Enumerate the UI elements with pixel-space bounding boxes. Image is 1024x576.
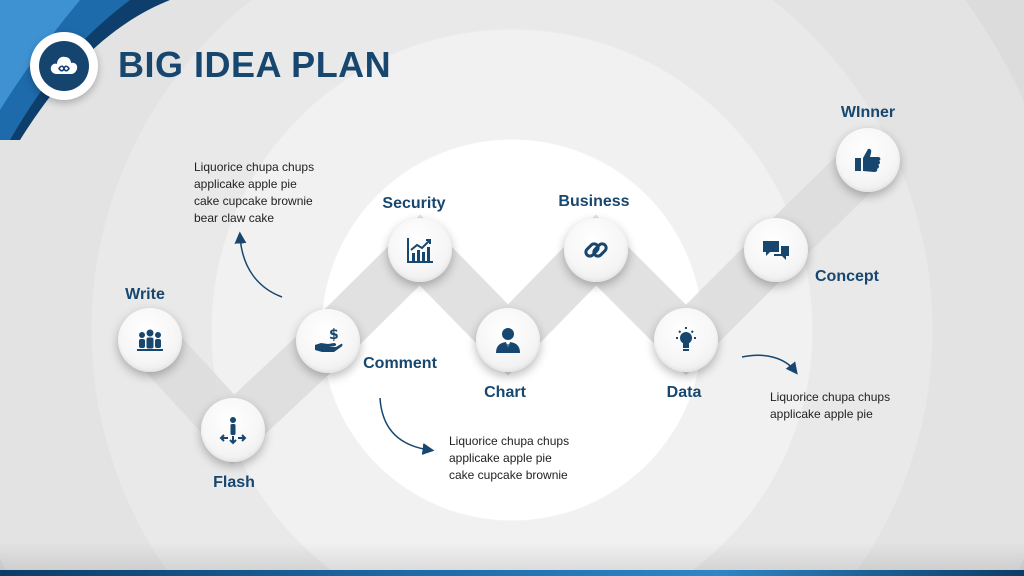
step-node-security[interactable] bbox=[379, 209, 461, 291]
step-label-security: Security bbox=[382, 195, 446, 212]
step-node-concept[interactable] bbox=[735, 209, 817, 291]
step-node-write[interactable] bbox=[109, 299, 191, 381]
step-label-winner: WInner bbox=[840, 104, 896, 121]
step-label-flash: Flash bbox=[213, 474, 255, 491]
businessman-icon bbox=[496, 328, 520, 353]
bottom-shadow bbox=[0, 542, 1024, 570]
step-node-comment[interactable]: $ bbox=[287, 300, 369, 382]
note-text: Liquorice chupa chups applicake apple pi… bbox=[770, 390, 891, 421]
link-icon bbox=[584, 242, 608, 258]
step-node-winner[interactable] bbox=[827, 119, 909, 201]
note-text: Liquorice chupa chups applicake apple pi… bbox=[449, 434, 570, 482]
step-label-chart: Chart bbox=[484, 384, 526, 401]
page-title: BIG IDEA PLAN bbox=[118, 44, 392, 85]
person-arrows-icon bbox=[219, 417, 247, 445]
growth-chart-icon bbox=[407, 238, 433, 263]
note-text: Liquorice chupa chups applicake apple pi… bbox=[194, 160, 315, 225]
chat-bubbles-icon bbox=[763, 241, 789, 260]
step-label-comment: Comment bbox=[363, 355, 437, 372]
step-node-business[interactable] bbox=[555, 209, 637, 291]
logo-badge bbox=[30, 32, 98, 100]
step-node-flash[interactable] bbox=[192, 389, 274, 471]
step-node-chart[interactable] bbox=[467, 299, 549, 381]
step-label-data: Data bbox=[666, 384, 702, 401]
step-label-write: Write bbox=[125, 286, 165, 303]
hand-money-icon: $ bbox=[315, 327, 343, 352]
step-node-data[interactable] bbox=[645, 299, 727, 381]
thumbs-up-icon bbox=[855, 148, 881, 172]
step-label-business: Business bbox=[558, 193, 630, 210]
team-icon bbox=[137, 329, 163, 351]
corner-decoration bbox=[0, 0, 170, 140]
bottom-accent-bar bbox=[0, 570, 1024, 576]
cloud-infinity-icon bbox=[50, 56, 78, 74]
lightbulb-icon bbox=[676, 327, 696, 351]
step-label-concept: Concept bbox=[815, 268, 879, 285]
svg-text:$: $ bbox=[329, 327, 339, 343]
